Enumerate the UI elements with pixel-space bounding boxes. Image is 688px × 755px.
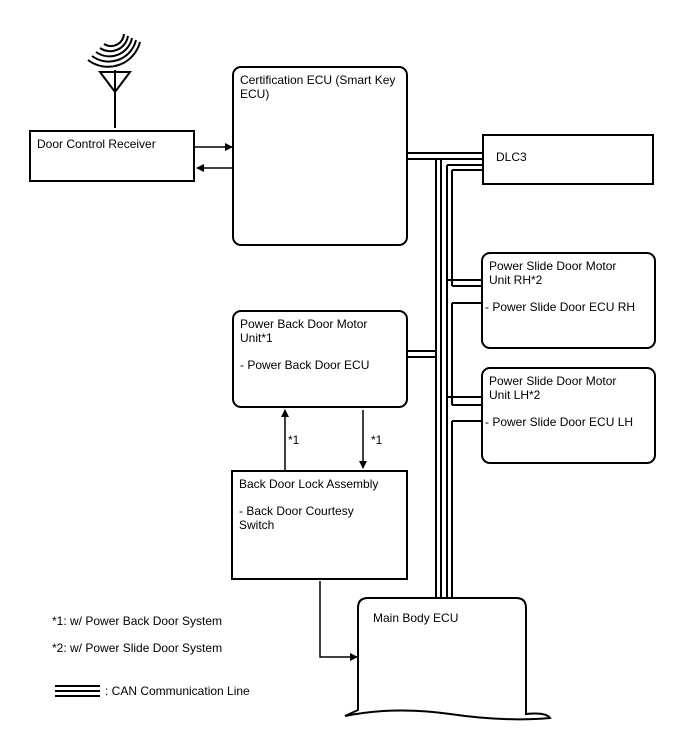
slide-door-lh-box: Power Slide Door Motor Unit LH*2 - Power… xyxy=(481,367,656,464)
antenna-icon xyxy=(98,70,132,128)
edge-label-right: *1 xyxy=(371,433,383,447)
lock-to-mainbody-arrow xyxy=(319,581,358,661)
note-back-door: *1: w/ Power Back Door System xyxy=(52,614,223,628)
slide-door-lh-title: Power Slide Door Motor Unit LH*2 xyxy=(489,374,617,402)
back-door-courtesy-switch: - Back Door Courtesy Switch xyxy=(239,504,354,532)
certification-ecu-box: Certification ECU (Smart Key ECU) xyxy=(232,66,408,246)
door-control-receiver-title: Door Control Receiver xyxy=(37,137,156,151)
power-back-door-motor-title: Power Back Door Motor Unit*1 xyxy=(240,317,368,345)
backdoor-arrows xyxy=(281,409,367,470)
legend-can-line xyxy=(55,685,100,697)
slide-door-lh-ecu: - Power Slide Door ECU LH xyxy=(485,415,634,429)
main-body-ecu-shape xyxy=(344,597,552,721)
legend-can-label: : CAN Communication Line xyxy=(105,684,250,698)
certification-ecu-title: Certification ECU (Smart Key ECU) xyxy=(240,73,396,101)
back-door-lock-assembly-box: Back Door Lock Assembly - Back Door Cour… xyxy=(231,470,408,580)
dlc3-title: DLC3 xyxy=(496,150,527,164)
edge-label-left: *1 xyxy=(288,433,300,447)
main-body-ecu-title: Main Body ECU xyxy=(373,611,459,625)
can-bus xyxy=(406,152,482,598)
dlc3-box: DLC3 xyxy=(482,134,654,185)
receiver-ecu-arrows xyxy=(194,143,233,172)
power-back-door-motor-box: Power Back Door Motor Unit*1 - Power Bac… xyxy=(232,310,408,408)
slide-door-rh-box: Power Slide Door Motor Unit RH*2 - Power… xyxy=(481,252,656,349)
slide-door-rh-title: Power Slide Door Motor Unit RH*2 xyxy=(489,259,617,287)
slide-door-rh-ecu: - Power Slide Door ECU RH xyxy=(485,300,636,314)
note-slide-door: *2: w/ Power Slide Door System xyxy=(52,641,223,655)
back-door-lock-assembly-title: Back Door Lock Assembly xyxy=(239,477,379,491)
radio-wave-icon xyxy=(87,33,141,68)
door-control-receiver-box: Door Control Receiver xyxy=(29,130,195,182)
power-back-door-ecu: - Power Back Door ECU xyxy=(240,358,370,372)
